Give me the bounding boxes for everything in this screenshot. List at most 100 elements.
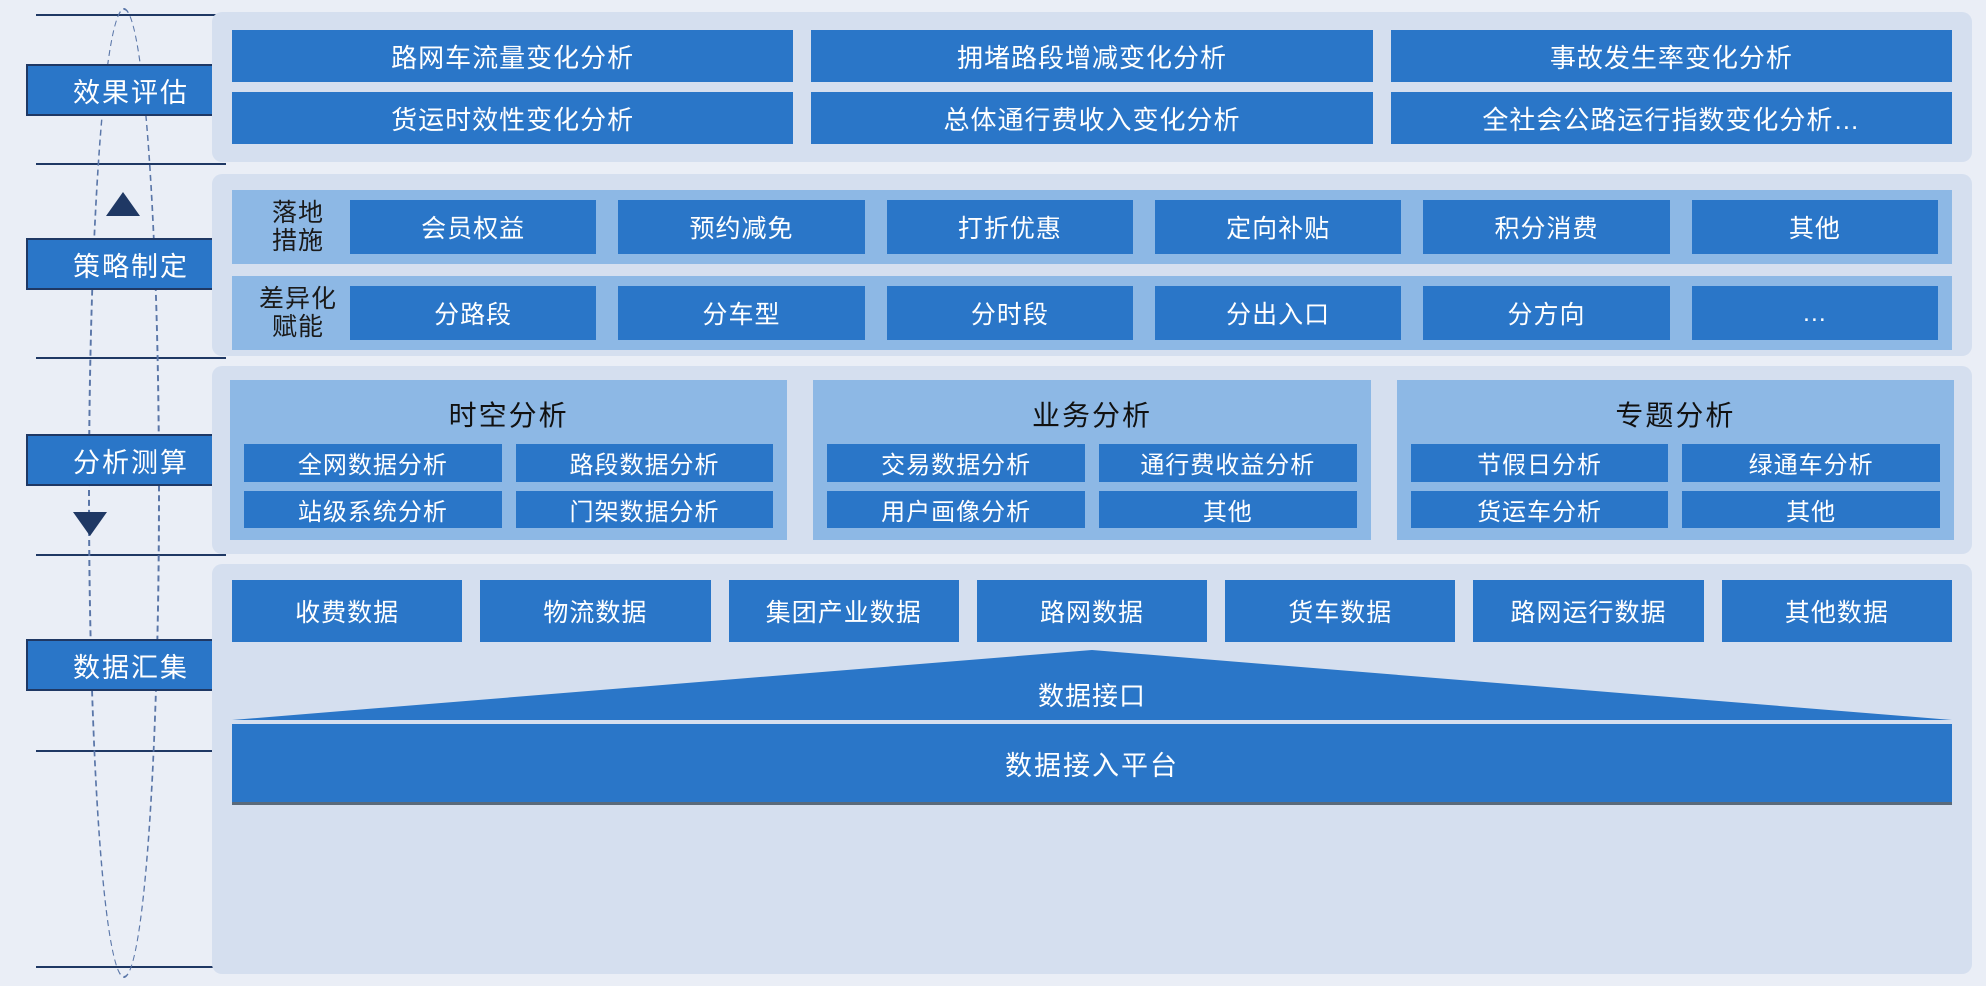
panel-strategy: 落地 措施 会员权益 预约减免 打折优惠 定向补贴 积分消费 其他 差异化 赋能… — [212, 174, 1972, 356]
strategy-chip[interactable]: 定向补贴 — [1154, 200, 1402, 254]
data-interface-label: 数据接口 — [1037, 680, 1146, 711]
strategy-chip[interactable]: 分路段 — [350, 286, 597, 340]
stage-item-data-collection[interactable]: 数据汇集 — [26, 639, 236, 691]
stage-label: 策略制定 — [73, 251, 189, 282]
stage-label: 数据汇集 — [73, 652, 189, 683]
strategy-chip-label: 分车型 — [702, 301, 781, 329]
data-source-item[interactable]: 路网运行数据 — [1473, 580, 1704, 642]
analysis-card-title: 专题分析 — [1615, 400, 1736, 431]
analysis-item[interactable]: 通行费收益分析 — [1098, 444, 1357, 482]
strategy-chip[interactable]: 预约减免 — [618, 200, 865, 254]
data-source-item[interactable]: 其他数据 — [1721, 580, 1952, 642]
strategy-chip[interactable]: 分方向 — [1423, 286, 1670, 340]
effect-item-label: 事故发生率变化分析 — [1549, 42, 1793, 73]
panel-analysis: 时空分析 全网数据分析 路段数据分析 站级系统分析 门架数据分析 业务分析 交易… — [212, 366, 1972, 554]
strategy-row-label: 差异化 赋能 — [246, 285, 350, 341]
analysis-item-label: 门架数据分析 — [569, 498, 720, 526]
analysis-item[interactable]: 绿通车分析 — [1682, 444, 1940, 482]
data-source-item[interactable]: 路网数据 — [976, 580, 1208, 642]
analysis-card-items: 全网数据分析 路段数据分析 站级系统分析 门架数据分析 — [244, 444, 774, 528]
analysis-item[interactable]: 全网数据分析 — [244, 444, 502, 482]
effect-item-label: 全社会公路运行指数变化分析… — [1482, 104, 1861, 135]
analysis-item[interactable]: 其他 — [1682, 490, 1940, 528]
strategy-chip-label: 分出入口 — [1226, 301, 1331, 329]
rail-divider-1 — [36, 14, 226, 16]
panel-effect-evaluation: 路网车流量变化分析 拥堵路段增减变化分析 事故发生率变化分析 货运时效性变化分析… — [212, 12, 1972, 162]
strategy-chip[interactable]: 分车型 — [618, 286, 865, 340]
analysis-card-items: 交易数据分析 通行费收益分析 用户画像分析 其他 — [827, 444, 1357, 528]
data-source-item[interactable]: 收费数据 — [232, 580, 463, 642]
strategy-chip[interactable]: 其他 — [1691, 200, 1938, 254]
strategy-chip[interactable]: 分时段 — [886, 286, 1133, 340]
strategy-chip-label: 打折优惠 — [957, 215, 1062, 243]
strategy-chip-label: 会员权益 — [421, 215, 526, 243]
strategy-chip-label: 定向补贴 — [1226, 215, 1331, 243]
analysis-card-thematic: 专题分析 节假日分析 绿通车分析 货运车分析 其他 — [1396, 380, 1954, 540]
analysis-card-grid: 时空分析 全网数据分析 路段数据分析 站级系统分析 门架数据分析 业务分析 交易… — [230, 380, 1954, 540]
strategy-chip[interactable]: 打折优惠 — [886, 200, 1133, 254]
analysis-item[interactable]: 用户画像分析 — [827, 490, 1085, 528]
strategy-chip[interactable]: 会员权益 — [350, 200, 597, 254]
data-source-label: 路网数据 — [1039, 599, 1144, 627]
data-source-label: 物流数据 — [543, 599, 648, 627]
analysis-item-label: 绿通车分析 — [1748, 452, 1874, 480]
data-source-label: 路网运行数据 — [1510, 599, 1667, 627]
analysis-item-label: 通行费收益分析 — [1140, 452, 1316, 480]
strategy-row-items: 分路段 分车型 分时段 分出入口 分方向 … — [350, 286, 1938, 340]
analysis-item[interactable]: 节假日分析 — [1410, 444, 1669, 482]
effect-evaluation-grid: 路网车流量变化分析 拥堵路段增减变化分析 事故发生率变化分析 货运时效性变化分析… — [232, 30, 1952, 144]
strategy-row-measures: 落地 措施 会员权益 预约减免 打折优惠 定向补贴 积分消费 其他 — [232, 190, 1952, 264]
effect-item[interactable]: 路网车流量变化分析 — [232, 30, 794, 82]
data-access-platform-bar[interactable]: 数据接入平台 — [232, 724, 1952, 805]
strategy-row-label: 落地 措施 — [246, 199, 350, 255]
stage-rail: 效果评估 策略制定 分析测算 数据汇集 — [0, 0, 262, 986]
analysis-item[interactable]: 其他 — [1098, 490, 1357, 528]
analysis-item-label: 路段数据分析 — [569, 452, 720, 480]
effect-item[interactable]: 事故发生率变化分析 — [1390, 30, 1952, 82]
strategy-row-differentiation: 差异化 赋能 分路段 分车型 分时段 分出入口 分方向 … — [232, 276, 1952, 350]
data-source-label: 收费数据 — [295, 599, 400, 627]
analysis-item-label: 其他 — [1202, 498, 1253, 526]
strategy-chip-label: 分方向 — [1507, 301, 1586, 329]
analysis-item[interactable]: 货运车分析 — [1410, 490, 1669, 528]
effect-item[interactable]: 全社会公路运行指数变化分析… — [1390, 92, 1952, 144]
stage-item-effect-evaluation[interactable]: 效果评估 — [26, 64, 236, 116]
analysis-card-title: 业务分析 — [1031, 400, 1152, 431]
data-interface-funnel[interactable]: 数据接口 — [232, 650, 1952, 720]
analysis-item-label: 用户画像分析 — [881, 498, 1032, 526]
effect-item[interactable]: 总体通行费收入变化分析 — [811, 92, 1373, 144]
data-source-item[interactable]: 物流数据 — [480, 580, 711, 642]
strategy-row-label-line2: 措施 — [271, 227, 324, 255]
effect-item-label: 总体通行费收入变化分析 — [943, 104, 1241, 135]
data-source-item[interactable]: 货车数据 — [1225, 580, 1456, 642]
strategy-chip[interactable]: 积分消费 — [1423, 200, 1670, 254]
data-source-label: 其他数据 — [1784, 599, 1889, 627]
analysis-item[interactable]: 路段数据分析 — [515, 444, 774, 482]
data-access-platform-label: 数据接入平台 — [1005, 750, 1179, 781]
arrow-up-icon — [106, 192, 140, 216]
arrow-down-icon — [73, 512, 107, 536]
analysis-card-title: 时空分析 — [448, 400, 569, 431]
analysis-card-items: 节假日分析 绿通车分析 货运车分析 其他 — [1410, 444, 1940, 528]
effect-item[interactable]: 拥堵路段增减变化分析 — [811, 30, 1373, 82]
strategy-chip[interactable]: 分出入口 — [1154, 286, 1402, 340]
analysis-item[interactable]: 交易数据分析 — [827, 444, 1085, 482]
stage-item-analysis-calculation[interactable]: 分析测算 — [26, 434, 236, 486]
analysis-item-label: 全网数据分析 — [297, 452, 448, 480]
stage-item-strategy-making[interactable]: 策略制定 — [26, 238, 236, 290]
analysis-item-label: 节假日分析 — [1476, 452, 1602, 480]
effect-item-label: 路网车流量变化分析 — [391, 42, 635, 73]
strategy-chip-label: 分路段 — [434, 301, 513, 329]
data-source-item[interactable]: 集团产业数据 — [728, 580, 959, 642]
analysis-card-business: 业务分析 交易数据分析 通行费收益分析 用户画像分析 其他 — [813, 380, 1371, 540]
strategy-chip-label: 其他 — [1788, 215, 1841, 243]
effect-item[interactable]: 货运时效性变化分析 — [232, 92, 794, 144]
analysis-item[interactable]: 站级系统分析 — [244, 490, 502, 528]
strategy-chip-label: 预约减免 — [689, 215, 794, 243]
effect-item-label: 拥堵路段增减变化分析 — [956, 42, 1227, 73]
data-source-label: 货车数据 — [1288, 599, 1393, 627]
strategy-row-items: 会员权益 预约减免 打折优惠 定向补贴 积分消费 其他 — [350, 200, 1938, 254]
strategy-chip[interactable]: … — [1691, 286, 1938, 340]
analysis-item[interactable]: 门架数据分析 — [515, 490, 774, 528]
